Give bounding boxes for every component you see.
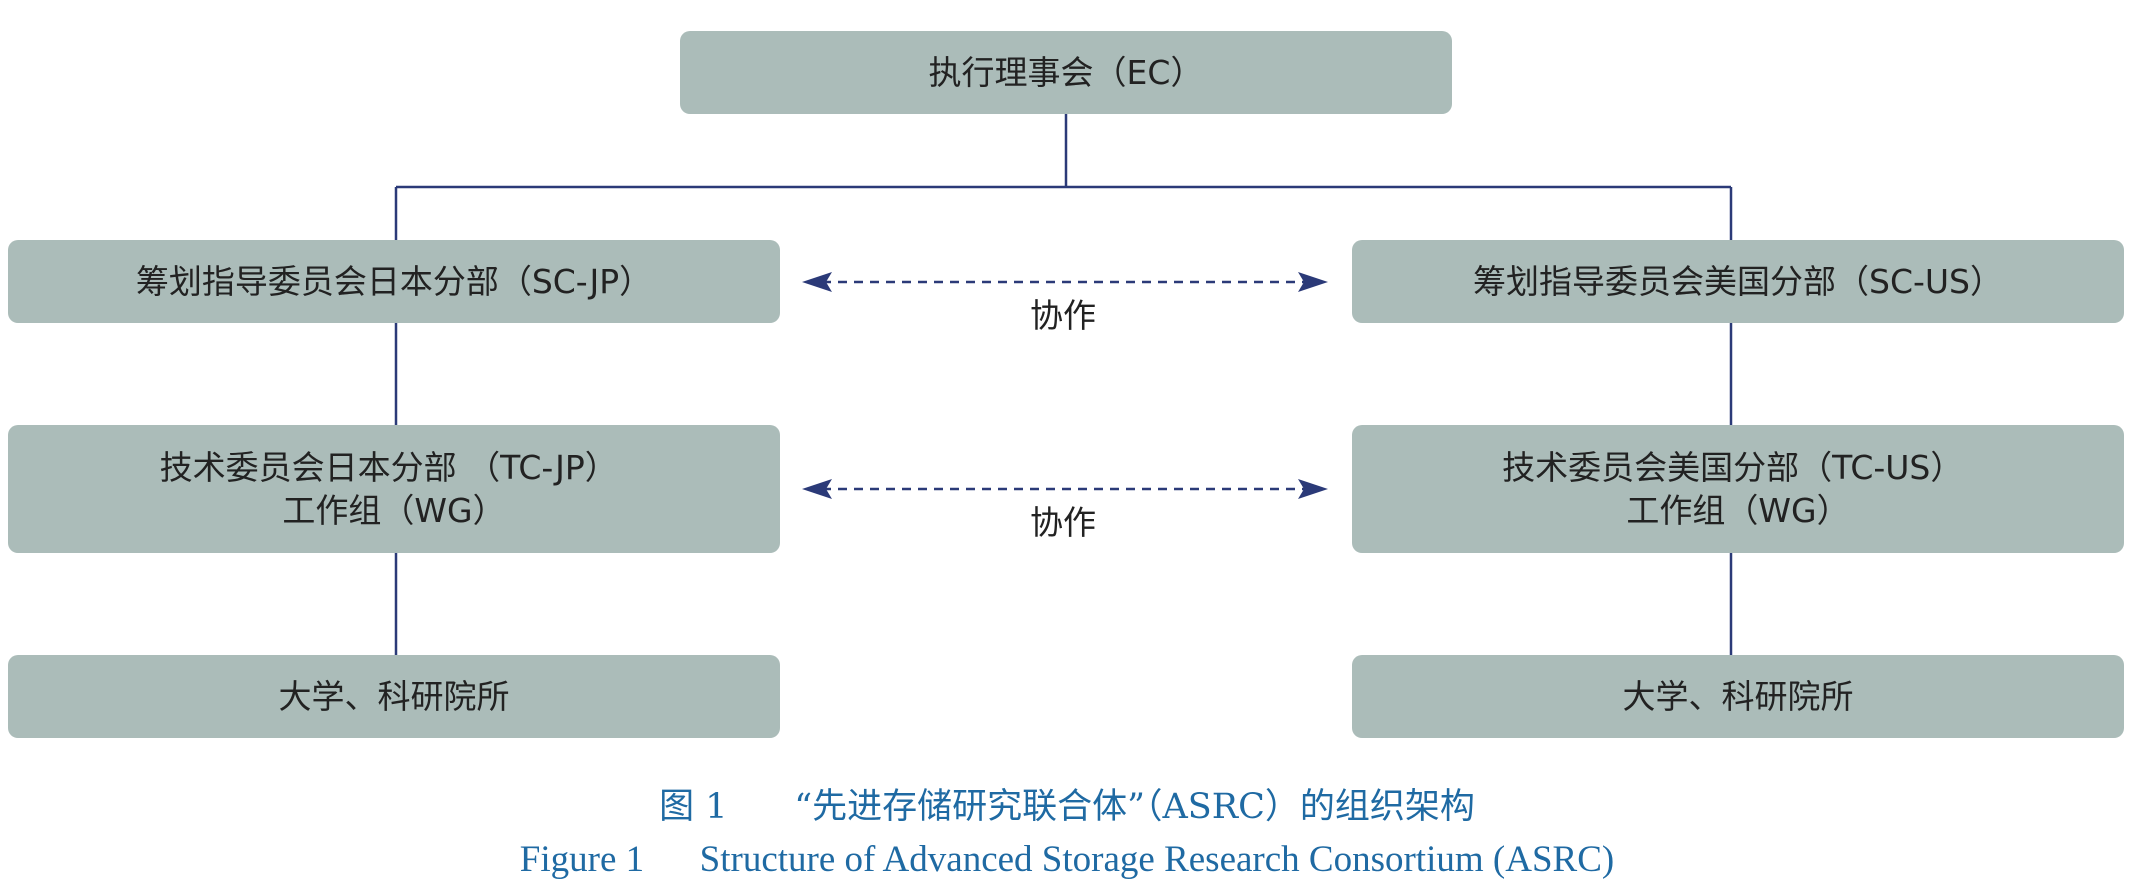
node-label-line: 筹划指导委员会美国分部（SC-US） bbox=[1473, 262, 2003, 301]
node-sc-jp: 筹划指导委员会日本分部（SC-JP） bbox=[8, 240, 780, 323]
node-sc-us: 筹划指导委员会美国分部（SC-US） bbox=[1352, 240, 2124, 323]
node-univ-jp: 大学、科研院所 bbox=[8, 655, 780, 738]
node-label: 技术委员会日本分部 （TC-JP） 工作组（WG） bbox=[160, 448, 629, 530]
connector-lines bbox=[394, 114, 1733, 655]
node-box bbox=[1352, 655, 2124, 738]
caption-en-title: Structure of Advanced Storage Research C… bbox=[699, 839, 1615, 880]
node-label-line: 大学、科研院所 bbox=[1623, 677, 1854, 716]
arrow-left-icon bbox=[802, 479, 832, 499]
node-label-line: 大学、科研院所 bbox=[279, 677, 510, 716]
node-label: 筹划指导委员会日本分部（SC-JP） bbox=[136, 262, 652, 301]
caption-spacer bbox=[644, 839, 700, 880]
node-tc-jp: 技术委员会日本分部 （TC-JP） 工作组（WG） bbox=[8, 425, 780, 553]
node-box bbox=[8, 655, 780, 738]
node-box bbox=[680, 31, 1452, 114]
arrow-right-icon bbox=[1298, 479, 1328, 499]
node-label-line: 筹划指导委员会日本分部（SC-JP） bbox=[136, 262, 652, 301]
caption-cn-number: 图 1 bbox=[659, 787, 728, 827]
collab-label-upper: 协作 bbox=[1030, 296, 1096, 335]
node-tc-us: 技术委员会美国分部（TC-US） 工作组（WG） bbox=[1352, 425, 2124, 553]
node-label: 大学、科研院所 bbox=[279, 677, 510, 716]
node-label: 筹划指导委员会美国分部（SC-US） bbox=[1473, 262, 2003, 301]
node-label-line: 技术委员会日本分部 （TC-JP） bbox=[160, 448, 618, 487]
node-label: 执行理事会（EC） bbox=[929, 53, 1204, 92]
collaboration-arrow-lower: 协作 bbox=[802, 479, 1328, 542]
node-label-line: 工作组（WG） bbox=[282, 491, 505, 530]
caption-en-number: Figure 1 bbox=[519, 839, 645, 880]
figure-caption-en: Figure 1 Structure of Advanced Storage R… bbox=[0, 838, 2134, 881]
node-label-line: 技术委员会美国分部（TC-US） bbox=[1502, 448, 1963, 487]
figure-caption-cn: 图 1 “先进存储研究联合体”（ASRC）的组织架构 bbox=[0, 778, 2134, 829]
node-box bbox=[1352, 240, 2124, 323]
node-univ-us: 大学、科研院所 bbox=[1352, 655, 2124, 738]
node-ec: 执行理事会（EC） bbox=[680, 31, 1452, 114]
arrow-left-icon bbox=[802, 272, 832, 292]
caption-spacer bbox=[727, 787, 794, 827]
arrow-right-icon bbox=[1298, 272, 1328, 292]
node-box bbox=[8, 240, 780, 323]
node-label: 大学、科研院所 bbox=[1623, 677, 1854, 716]
node-label-line: 执行理事会（EC） bbox=[929, 53, 1204, 92]
collab-label-lower: 协作 bbox=[1030, 503, 1096, 542]
node-box bbox=[1352, 425, 2124, 553]
node-label-line: 工作组（WG） bbox=[1626, 491, 1849, 530]
node-label: 技术委员会美国分部（TC-US） 工作组（WG） bbox=[1502, 448, 1974, 530]
node-box bbox=[8, 425, 780, 553]
caption-cn-title: “先进存储研究联合体”（ASRC）的组织架构 bbox=[794, 787, 1475, 827]
collaboration-arrow-upper: 协作 bbox=[802, 272, 1328, 335]
